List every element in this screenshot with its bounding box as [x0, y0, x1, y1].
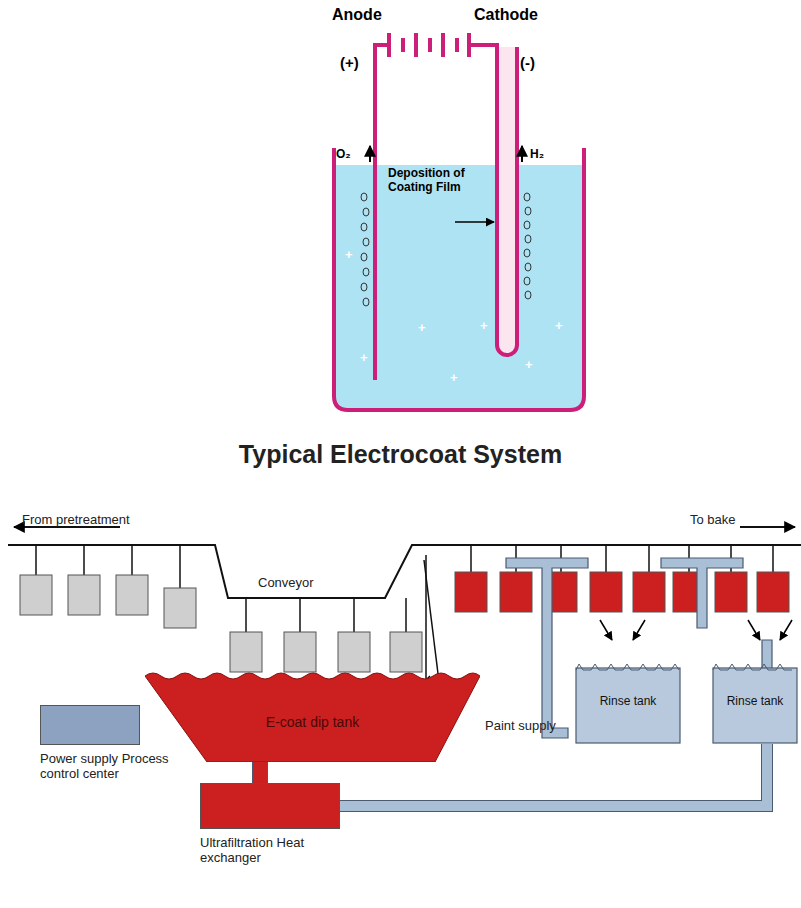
label: Paint supply [485, 718, 556, 733]
label: Conveyor [258, 575, 314, 590]
ion-sign: + [418, 320, 426, 335]
dip-tank: E-coat dip tank [145, 670, 480, 762]
node-text: Power supply Process control center [40, 751, 190, 781]
label: (-) [520, 54, 535, 71]
label: To bake [690, 512, 736, 527]
rinse-tank: Rinse tank [575, 660, 681, 744]
label: Cathode [474, 6, 538, 24]
ion-sign: + [525, 357, 533, 372]
label: (+) [340, 54, 359, 71]
box-shape [200, 783, 340, 829]
ultrafiltration-box: Ultrafiltration Heat exchanger [200, 783, 340, 865]
power-supply-box: Power supply Process control center [40, 705, 190, 781]
label: From pretreatment [22, 512, 130, 527]
node-text: Rinse tank [575, 694, 681, 708]
node-text: E-coat dip tank [145, 714, 480, 730]
ion-sign: + [345, 247, 353, 262]
label: Deposition of Coating Film [388, 166, 468, 194]
label: Anode [332, 6, 382, 24]
ion-sign: + [555, 318, 563, 333]
ion-sign: + [450, 370, 458, 385]
box-shape [40, 705, 140, 745]
ion-sign: + [480, 318, 488, 333]
rinse-tank: Rinse tank [712, 660, 798, 744]
ion-sign: + [360, 350, 368, 365]
pipe [260, 760, 261, 783]
node-text: Rinse tank [712, 694, 798, 708]
node-text: Ultrafiltration Heat exchanger [200, 835, 340, 865]
label: H₂ [530, 147, 544, 161]
diagram-title: Typical Electrocoat System [0, 440, 801, 469]
label: O₂ [336, 147, 351, 161]
cell [334, 33, 584, 410]
